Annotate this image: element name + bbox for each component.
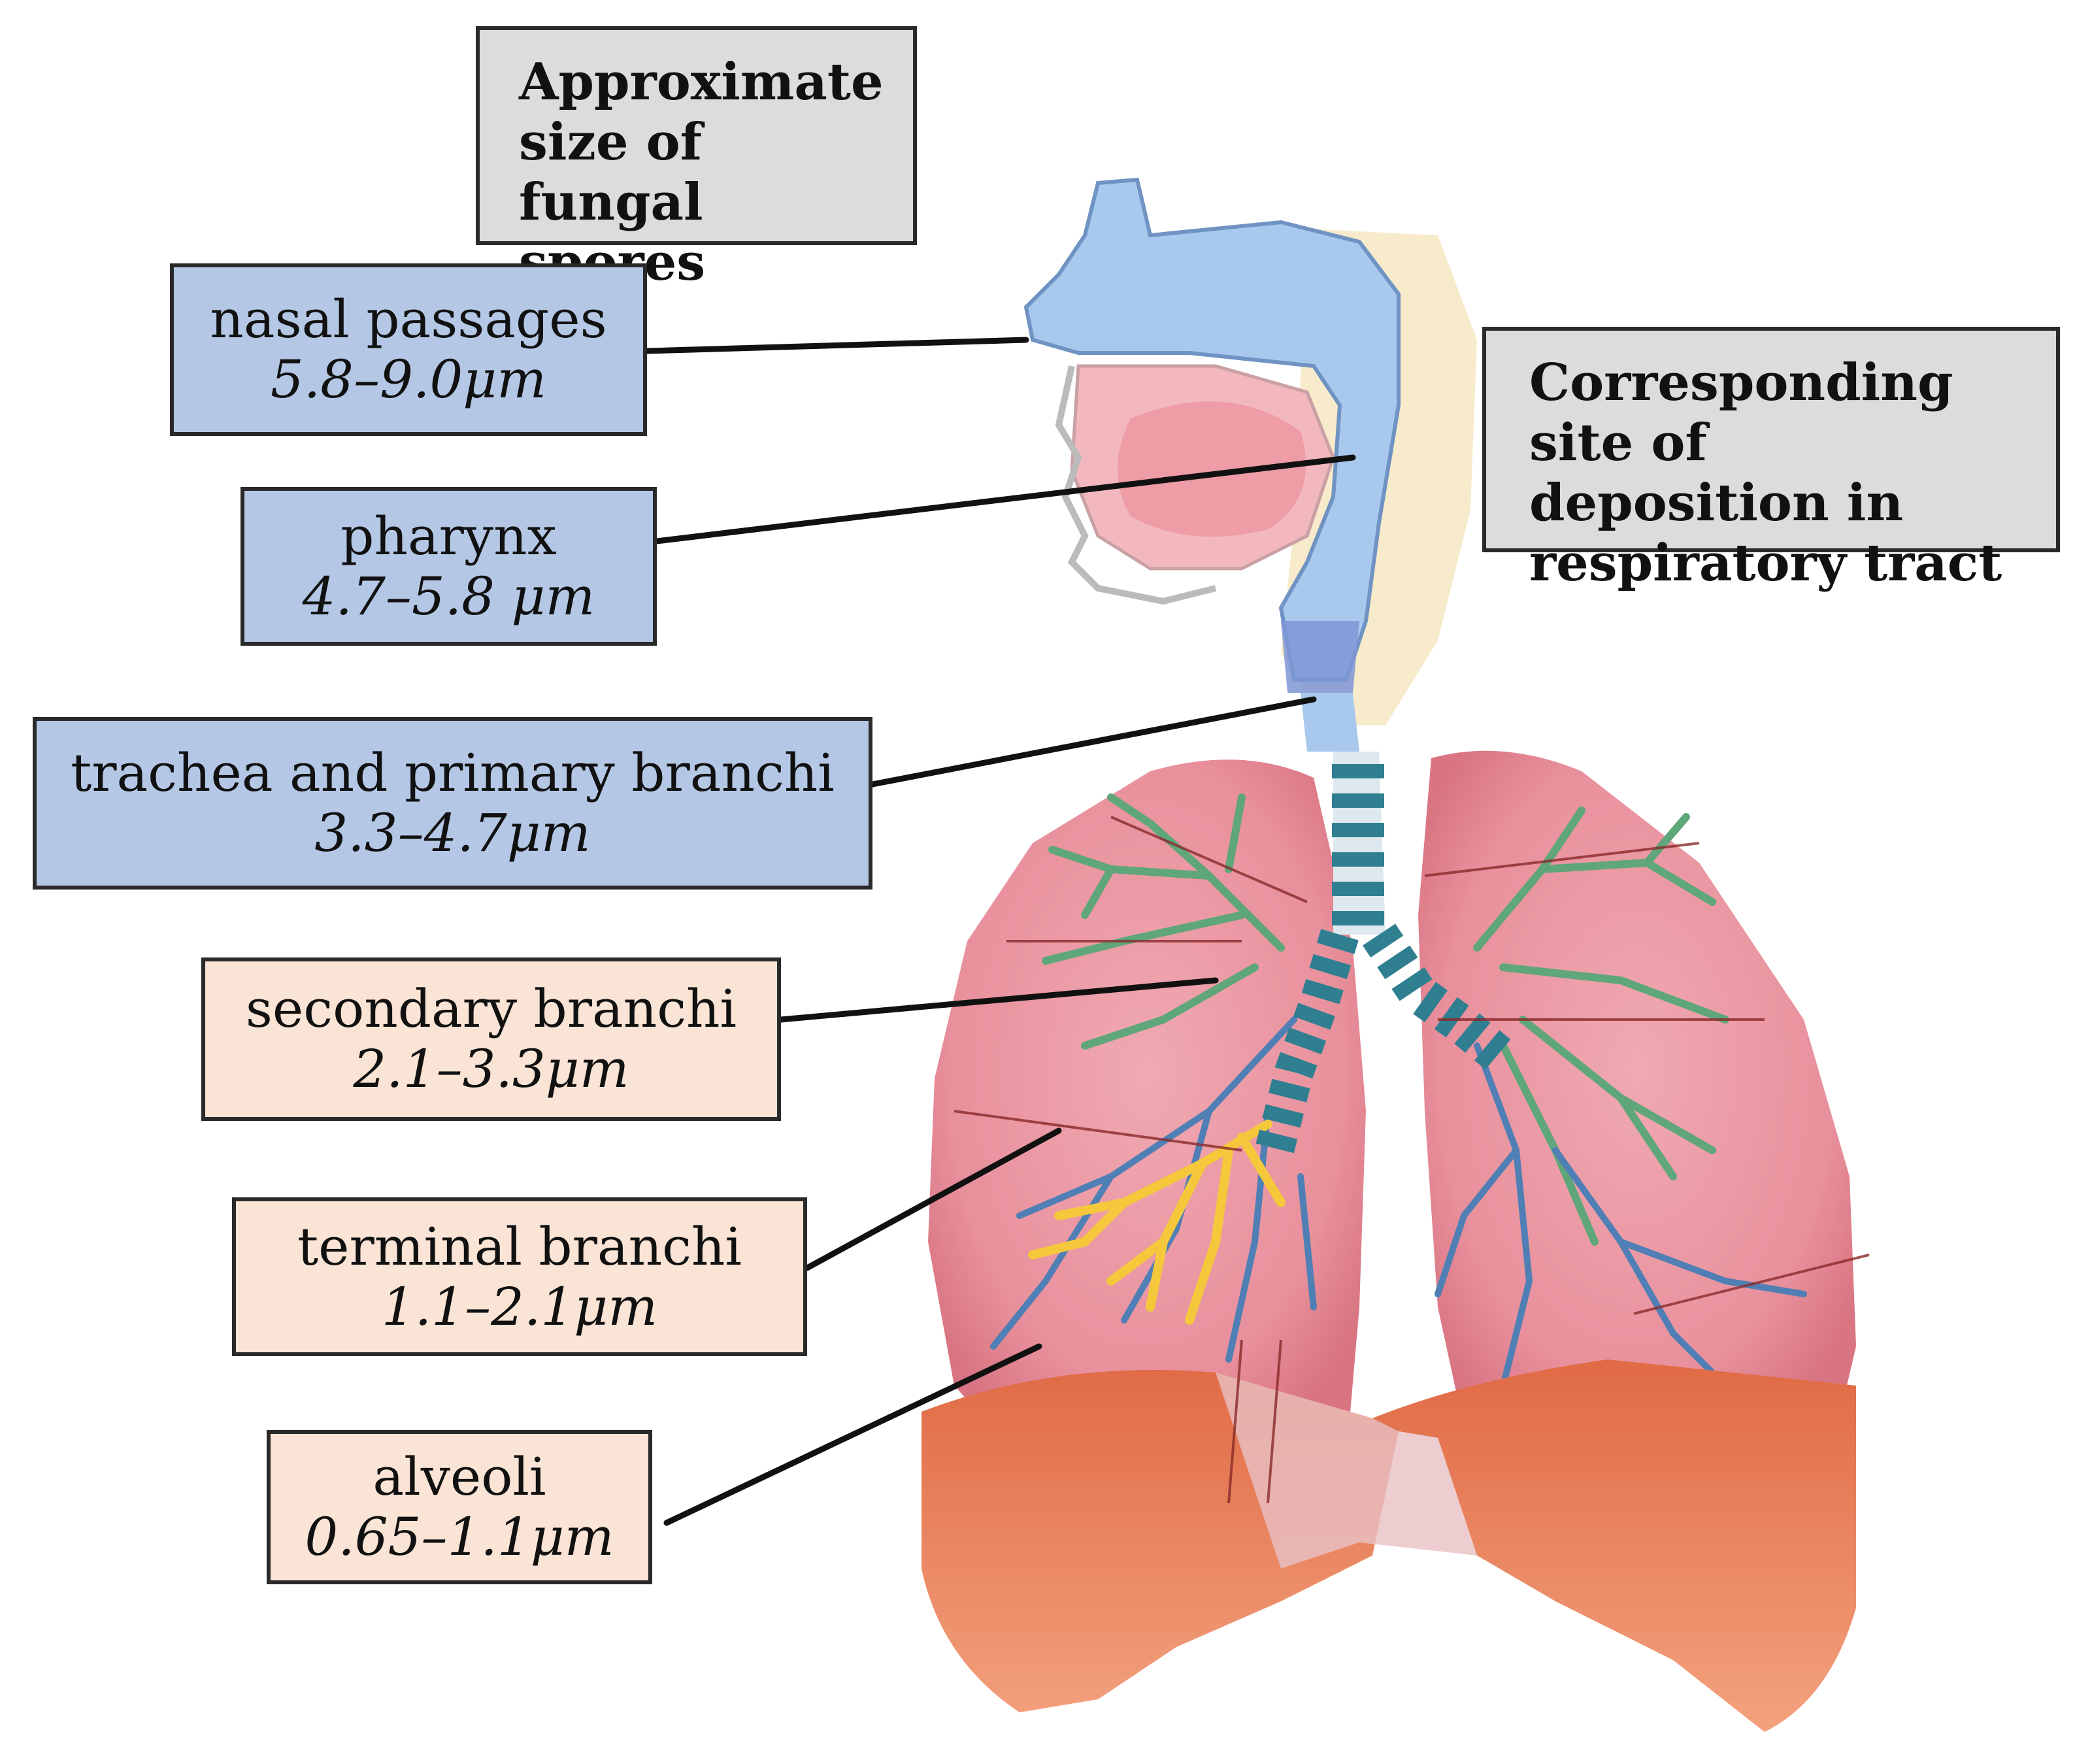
trachea-rings xyxy=(1332,764,1384,925)
label-name: nasal passages xyxy=(210,289,607,350)
leader-secondary-branchi xyxy=(778,977,1219,1023)
site-header-text: Corresponding site of deposition in resp… xyxy=(1529,353,2002,593)
leader-alveoli xyxy=(663,1343,1042,1526)
label-name: alveoli xyxy=(373,1446,546,1507)
size-header-text: Approximate size of fungal spores xyxy=(519,52,884,292)
site-header: Corresponding site of deposition in resp… xyxy=(1482,327,2060,593)
left-main-bronchus xyxy=(1363,924,1516,1074)
upper-trachea xyxy=(1301,693,1359,752)
size-header: Approximate size of fungal spores xyxy=(476,26,917,292)
diaphragm xyxy=(921,1359,1856,1732)
label-name: secondary branchi xyxy=(245,978,737,1039)
anatomy-reference-lines xyxy=(954,816,1870,1504)
label-terminal-branchi: terminal branchi 1.1–2.1μm xyxy=(232,1197,807,1356)
diaphragm-center xyxy=(1216,1373,1477,1569)
label-name: pharynx xyxy=(340,505,557,567)
label-size: 3.3–4.7μm xyxy=(314,803,591,863)
leader-lines xyxy=(644,337,1356,1526)
label-secondary-branchi: secondary branchi 2.1–3.3μm xyxy=(201,957,781,1121)
right-lung xyxy=(928,759,1366,1457)
label-name: trachea and primary branchi xyxy=(71,742,835,803)
diaphragm-muscle xyxy=(921,1359,1856,1732)
bronchi-yellow xyxy=(1028,1120,1286,1325)
leader-terminal-branchi xyxy=(804,1127,1062,1271)
trachea-tube xyxy=(1333,752,1386,935)
label-size: 4.7–5.8 μm xyxy=(302,565,595,627)
label-size: 2.1–3.3μm xyxy=(353,1039,629,1099)
label-size: 1.1–2.1μm xyxy=(381,1276,658,1337)
larynx xyxy=(1281,621,1359,693)
leader-nasal-passages xyxy=(644,337,1029,354)
face-outline xyxy=(1055,365,1217,605)
nasal-cavity xyxy=(1023,177,1401,682)
label-size: 0.65–1.1μm xyxy=(305,1506,614,1567)
head-neck xyxy=(1023,177,1477,752)
right-main-bronchus xyxy=(1255,929,1359,1156)
trachea xyxy=(1255,752,1516,1156)
label-trachea: trachea and primary branchi 3.3–4.7μm xyxy=(33,717,872,890)
label-nasal-passages: nasal passages 5.8–9.0μm xyxy=(170,263,647,436)
label-name: terminal branchi xyxy=(297,1216,742,1277)
label-size: 5.8–9.0μm xyxy=(270,349,547,410)
tongue xyxy=(1118,401,1306,537)
label-alveoli: alveoli 0.65–1.1μm xyxy=(267,1430,652,1584)
leader-trachea xyxy=(869,696,1317,788)
leader-pharynx xyxy=(654,454,1356,544)
label-pharynx: pharynx 4.7–5.8 μm xyxy=(241,487,657,646)
